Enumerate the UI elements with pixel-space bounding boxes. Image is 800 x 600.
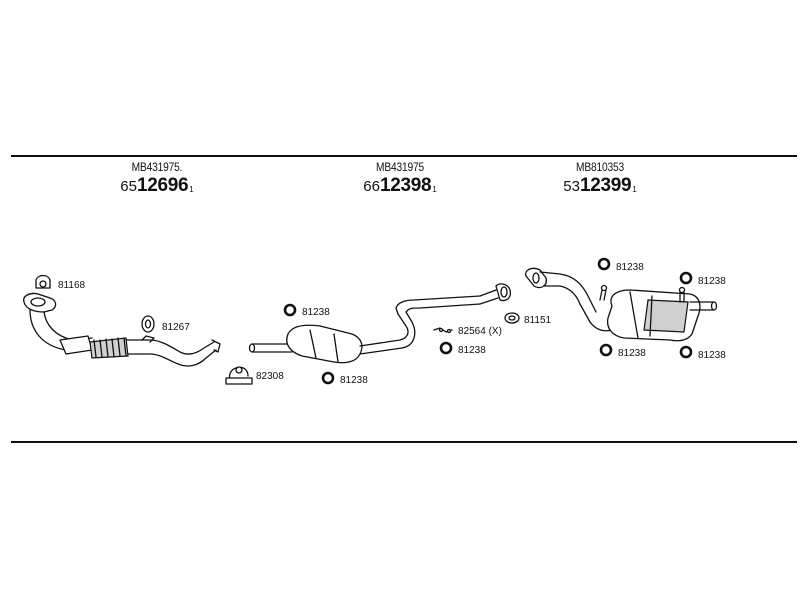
callout-label: 81238 [458, 345, 486, 356]
mid-ring-right[interactable]: 81238 [439, 341, 486, 356]
part-number-prefix: 66 [363, 178, 380, 195]
part-number-main: 12398 [379, 175, 432, 196]
mid-joint[interactable]: 82564 (X) [433, 326, 502, 337]
mid-ring-bottom[interactable]: 81238 [321, 371, 368, 386]
part-number: 65126961 [77, 175, 237, 198]
part-header-middle[interactable]: MB431975 66123981 [320, 160, 480, 198]
callout-label: 82564 (X) [458, 326, 502, 337]
mid-gasket[interactable]: 81151 [504, 312, 552, 326]
front-bracket[interactable]: 81168 [35, 274, 86, 292]
top-divider [11, 155, 797, 157]
rear-ring-top-left[interactable]: 81238 [597, 257, 644, 273]
callout-label: 81238 [618, 348, 646, 359]
rear-ring-bottom-right[interactable]: 81238 [679, 345, 726, 361]
callout-label: 81151 [524, 315, 552, 326]
callout-label: 81238 [698, 350, 726, 361]
rear-ring-top-right[interactable]: 81238 [679, 271, 726, 287]
callout-label: 81238 [302, 307, 330, 318]
part-number-sup: 1 [632, 185, 637, 194]
part-header-rear[interactable]: MB810353 53123991 [520, 160, 680, 198]
part-number-prefix: 65 [120, 178, 137, 195]
oem-number: MB810353 [576, 160, 624, 174]
oem-number: MB431975. [131, 160, 183, 174]
part-number-main: 12399 [579, 175, 632, 196]
callout-label: 81238 [698, 276, 726, 287]
part-number-sup: 1 [189, 185, 194, 194]
callout-label: 81168 [58, 280, 86, 291]
part-number-prefix: 53 [563, 178, 580, 195]
bottom-divider [11, 441, 797, 443]
callout-label: 81238 [616, 262, 644, 273]
front-hanger[interactable]: 81267 [141, 315, 190, 333]
part-number-main: 12696 [136, 175, 189, 196]
front-pipe[interactable] [23, 292, 221, 367]
part-number: 53123991 [520, 175, 680, 198]
part-number-sup: 1 [432, 185, 437, 194]
oem-number: MB431975 [376, 160, 424, 174]
front-clamp[interactable]: 82308 [225, 366, 284, 385]
callout-label: 81238 [340, 375, 368, 386]
part-header-front[interactable]: MB431975. 65126961 [77, 160, 237, 198]
callout-label: 82308 [256, 371, 284, 382]
callout-label: 81267 [162, 322, 190, 333]
middle-silencer[interactable] [248, 283, 512, 364]
rear-ring-bottom-left[interactable]: 81238 [599, 343, 646, 359]
part-number: 66123981 [320, 175, 480, 198]
mid-ring-top[interactable]: 81238 [283, 303, 330, 318]
rear-silencer[interactable] [525, 267, 718, 342]
